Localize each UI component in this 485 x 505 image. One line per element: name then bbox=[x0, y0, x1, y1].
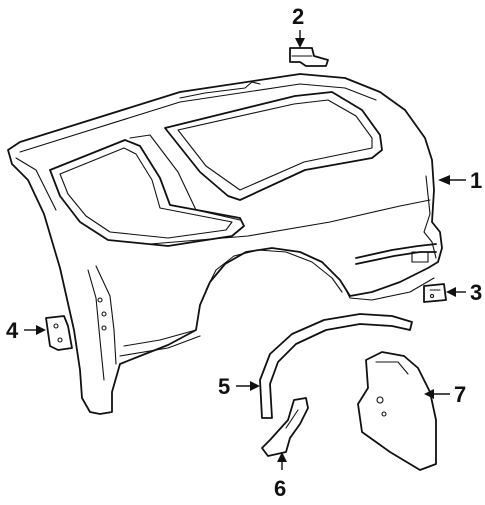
callout-4: 4 bbox=[6, 318, 19, 343]
mud-flap-part bbox=[357, 351, 437, 471]
callout-3: 3 bbox=[470, 280, 482, 305]
hinge-bracket-part bbox=[45, 315, 73, 351]
wheel-opening-molding-part bbox=[259, 313, 413, 419]
callout-5: 5 bbox=[218, 374, 230, 399]
splash-shield-part bbox=[261, 397, 309, 457]
callout-6: 6 bbox=[274, 476, 286, 501]
callout-2: 2 bbox=[292, 4, 304, 29]
callout-1: 1 bbox=[470, 168, 482, 193]
latch-bracket-part bbox=[423, 283, 447, 303]
callout-7: 7 bbox=[454, 382, 466, 407]
roof-bracket-part bbox=[289, 47, 329, 67]
leader-lines bbox=[24, 30, 466, 470]
quarter-panel bbox=[7, 73, 443, 415]
